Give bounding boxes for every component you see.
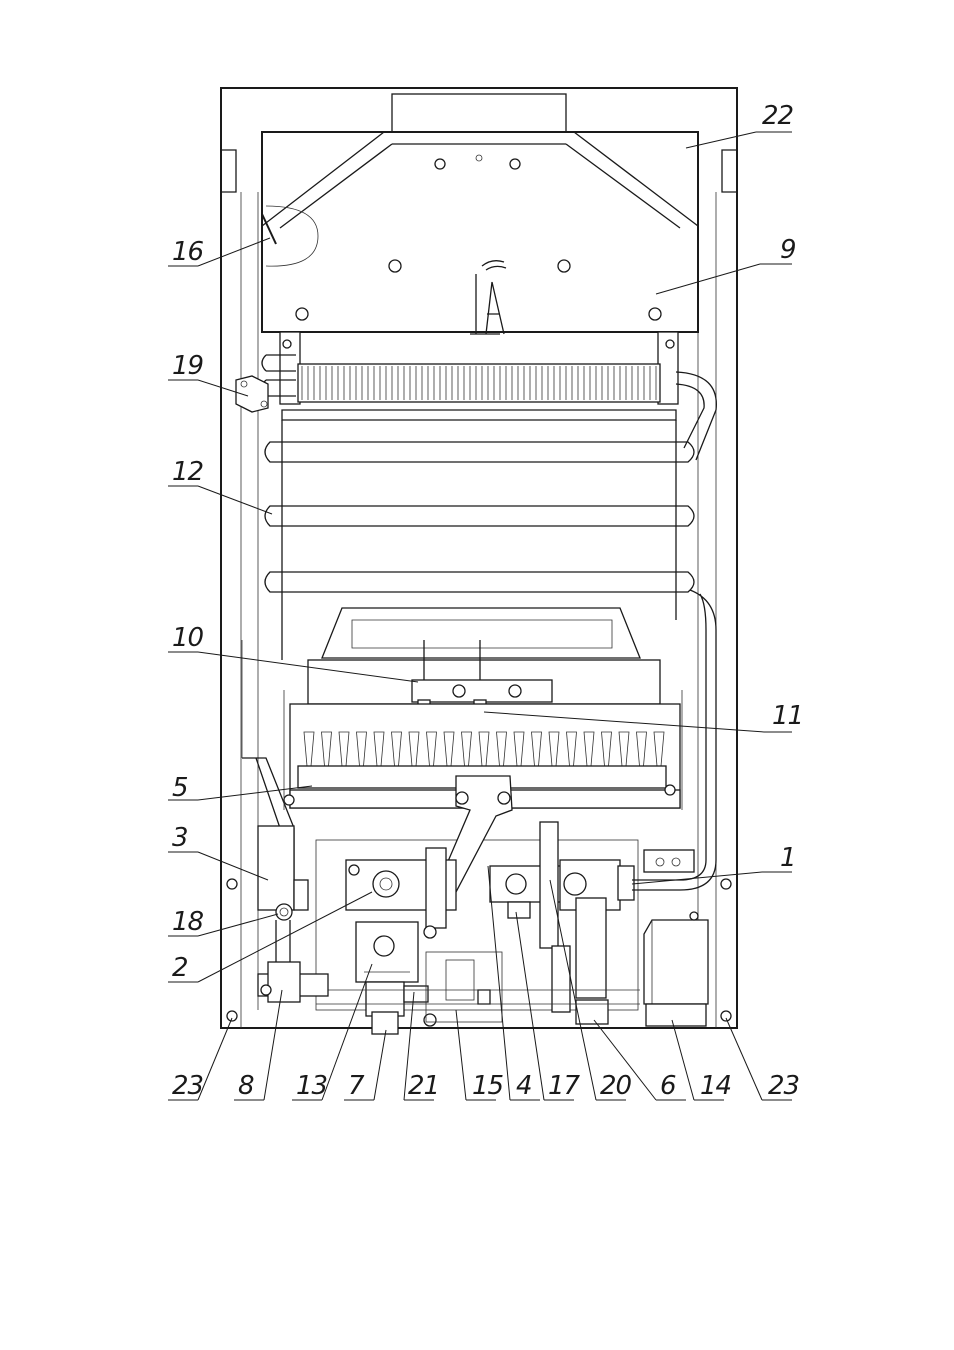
callout-leader-line — [264, 990, 282, 1100]
callout-22: 22 — [686, 101, 793, 148]
callout-number: 13 — [296, 1071, 327, 1101]
callout-number: 23 — [172, 1071, 203, 1101]
callout-leader-line — [632, 872, 762, 884]
callout-number: 21 — [408, 1071, 439, 1101]
callout-number: 5 — [172, 773, 188, 803]
callout-16: 16 — [168, 237, 270, 267]
callout-3: 3 — [168, 823, 268, 880]
water-connection — [258, 826, 328, 1002]
callout-leader-line — [686, 132, 756, 148]
callout-number: 10 — [172, 623, 204, 653]
callout-leader-line — [198, 914, 278, 936]
callout-14: 14 — [672, 1020, 731, 1101]
callout-number: 14 — [700, 1071, 731, 1101]
callout-leader-line — [656, 264, 760, 294]
callout-number: 15 — [472, 1071, 504, 1101]
callout-21: 21 — [404, 992, 439, 1101]
callout-leader-line — [374, 1030, 386, 1100]
callout-leader-line — [322, 964, 372, 1100]
heat-exchanger — [280, 332, 678, 660]
callout-9: 9 — [656, 235, 796, 294]
callout-number: 4 — [516, 1071, 532, 1101]
callout-number: 3 — [172, 823, 188, 853]
callout-number: 6 — [660, 1071, 676, 1101]
callout-number: 12 — [172, 457, 203, 487]
callout-leader-line — [198, 238, 270, 266]
callout-number: 19 — [172, 351, 203, 381]
callout-number: 9 — [780, 235, 796, 265]
callout-number: 16 — [172, 237, 204, 267]
callout-23-right: 23 — [726, 1018, 799, 1101]
callout-number: 17 — [548, 1071, 581, 1101]
callout-leader-line — [726, 1018, 762, 1100]
callout-number: 2 — [172, 953, 188, 983]
callout-18: 18 — [168, 907, 278, 937]
callout-number: 11 — [772, 701, 803, 731]
flue-hood — [262, 94, 698, 334]
callout-leader-line — [198, 486, 272, 514]
callout-leader-line — [198, 1018, 232, 1100]
callout-number: 23 — [768, 1071, 799, 1101]
callout-number: 20 — [600, 1071, 632, 1101]
callout-number: 22 — [762, 101, 793, 131]
callout-number: 7 — [348, 1071, 365, 1101]
callout-number: 1 — [780, 843, 796, 873]
callout-7: 7 — [344, 1030, 386, 1101]
callout-number: 8 — [238, 1071, 254, 1101]
callout-leader-line — [456, 1010, 466, 1100]
callout-number: 18 — [172, 907, 204, 937]
callout-15: 15 — [456, 1010, 504, 1101]
callout-23-left: 23 — [168, 1018, 232, 1101]
brand-logo — [470, 261, 506, 334]
gas-valve-assembly — [316, 776, 680, 1034]
